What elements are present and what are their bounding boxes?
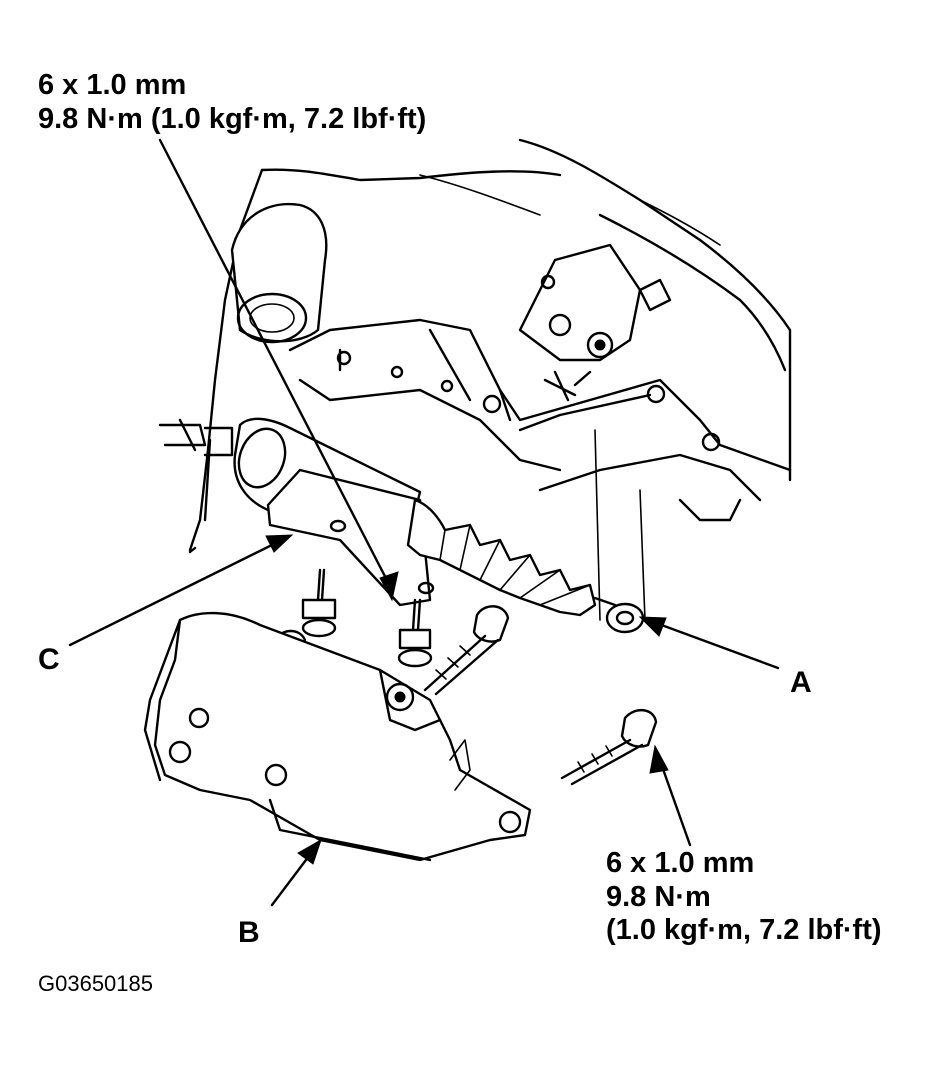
bottom-spec-torque: 9.8 N·m — [606, 881, 711, 913]
bottom-spec-torque-alt: (1.0 kgf·m, 7.2 lbf·ft) — [606, 914, 882, 946]
shift-lever-cluster — [518, 243, 672, 402]
bottom-spec-size: 6 x 1.0 mm — [606, 847, 755, 879]
boot-and-pushrod — [406, 429, 646, 634]
top-spec-torque: 9.8 N·m (1.0 kgf·m, 7.2 lbf·ft) — [38, 103, 427, 135]
figure-code: G03650185 — [38, 971, 153, 996]
lower-bracket — [143, 611, 532, 862]
slave-cylinder — [158, 417, 435, 607]
upper-bracket — [288, 318, 792, 522]
leader-lines — [68, 138, 780, 907]
top-spec-size: 6 x 1.0 mm — [38, 69, 187, 101]
callout-b: B — [238, 916, 260, 949]
callout-c: C — [38, 643, 60, 676]
slave-cylinder-bolts — [301, 568, 433, 668]
callout-a: A — [790, 666, 812, 699]
upper-reservoir — [230, 202, 328, 344]
